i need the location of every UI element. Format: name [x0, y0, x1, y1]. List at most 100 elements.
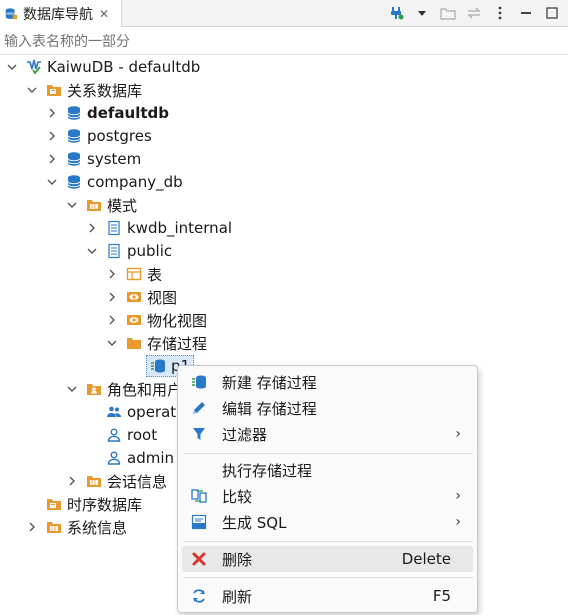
chevron-down-icon[interactable]: [66, 383, 78, 395]
menu-shortcut: F5: [432, 587, 451, 605]
menu-item-filter[interactable]: 过滤器 ›: [182, 421, 473, 447]
database-icon: [66, 128, 82, 144]
menu-item-compare[interactable]: 比较 ›: [182, 483, 473, 509]
sql-icon: [190, 513, 208, 531]
timeseries-label: 时序数据库: [67, 495, 143, 514]
schemas-label: 模式: [107, 196, 138, 215]
menu-item-edit-procedure[interactable]: 编辑 存储过程: [182, 395, 473, 421]
menu-item-new-procedure[interactable]: 新建 存储过程: [182, 369, 473, 395]
tree-node-sysinfo[interactable]: 系统信息: [26, 516, 127, 538]
menu-item-execute-procedure[interactable]: 执行存储过程: [182, 457, 473, 483]
tree-node-system[interactable]: system: [46, 148, 141, 170]
menu-separator: [184, 453, 473, 454]
chevron-right-icon[interactable]: [66, 475, 78, 487]
compare-icon: [190, 487, 208, 505]
more-options-icon[interactable]: [490, 3, 510, 23]
chevron-down-icon[interactable]: [66, 199, 78, 211]
filter-divider: [0, 54, 568, 55]
database-icon: [66, 174, 82, 190]
menu-item-refresh[interactable]: 刷新 F5: [182, 583, 473, 609]
view-tab-bar: 数据库导航 ✕: [0, 0, 568, 27]
roles-label: 角色和用户: [107, 380, 183, 399]
tree-node-role-operator[interactable]: operato: [86, 401, 185, 423]
defaultdb-label: defaultdb: [87, 104, 170, 122]
pencil-icon: [190, 399, 208, 417]
close-icon[interactable]: ✕: [99, 6, 110, 21]
menu-label: 过滤器: [222, 425, 268, 444]
chevron-right-icon[interactable]: [46, 153, 58, 165]
tree-node-schemas[interactable]: 模式: [66, 194, 137, 216]
view-toolbar: [386, 3, 562, 23]
chevron-down-icon[interactable]: [6, 61, 18, 73]
tree-node-mviews[interactable]: 物化视图: [106, 309, 207, 331]
menu-label: 执行存储过程: [222, 461, 313, 480]
schema-icon: [106, 220, 122, 236]
user-icon: [106, 427, 122, 443]
tree-node-relational[interactable]: 关系数据库: [26, 79, 142, 101]
chevron-down-icon[interactable]: [86, 245, 98, 257]
admin-label: admin: [127, 449, 174, 467]
submenu-arrow-icon: ›: [455, 426, 461, 442]
system-label: system: [87, 150, 142, 168]
chevron-right-icon[interactable]: [46, 107, 58, 119]
folder-sessions-icon: [86, 473, 102, 489]
chevron-right-icon[interactable]: [106, 268, 118, 280]
chevron-down-icon[interactable]: [26, 84, 38, 96]
tree-node-roles[interactable]: 角色和用户: [66, 378, 182, 400]
user-icon: [106, 450, 122, 466]
folder-timeseries-icon: [46, 496, 62, 512]
user-group-icon: [106, 404, 122, 420]
tree-node-defaultdb[interactable]: defaultdb: [46, 102, 169, 124]
new-folder-icon[interactable]: [438, 3, 458, 23]
dropdown-triangle-icon[interactable]: [412, 3, 432, 23]
tree-node-timeseries[interactable]: 时序数据库: [26, 493, 142, 515]
public-label: public: [127, 242, 173, 260]
tree-node-connection[interactable]: KaiwuDB - defaultdb: [6, 56, 200, 78]
chevron-right-icon[interactable]: [46, 130, 58, 142]
tree-node-role-admin[interactable]: admin: [86, 447, 174, 469]
database-icon: [66, 105, 82, 121]
chevron-right-icon[interactable]: [106, 314, 118, 326]
tree-node-role-root[interactable]: root: [86, 424, 157, 446]
mviews-label: 物化视图: [147, 311, 208, 330]
procedures-label: 存储过程: [147, 334, 208, 353]
submenu-arrow-icon: ›: [455, 488, 461, 504]
menu-label: 删除: [222, 550, 253, 569]
maximize-icon[interactable]: [542, 3, 562, 23]
tree-node-kwdb-internal[interactable]: kwdb_internal: [86, 217, 232, 239]
menu-item-generate-sql[interactable]: 生成 SQL ›: [182, 509, 473, 535]
connect-plug-icon[interactable]: [386, 3, 406, 23]
chevron-right-icon[interactable]: [26, 521, 38, 533]
tree-node-tables[interactable]: 表: [106, 263, 162, 285]
sysinfo-label: 系统信息: [67, 518, 128, 537]
chevron-right-icon[interactable]: [86, 222, 98, 234]
tree-node-company-db[interactable]: company_db: [46, 171, 183, 193]
menu-label: 生成 SQL: [222, 513, 287, 532]
minimize-icon[interactable]: [516, 3, 536, 23]
database-navigator-icon: [4, 7, 18, 21]
blank-icon: [190, 461, 208, 479]
tree-node-procedures[interactable]: 存储过程: [106, 332, 207, 354]
folder-schema-icon: [86, 197, 102, 213]
tab-database-navigator[interactable]: 数据库导航 ✕: [0, 0, 122, 27]
tree-node-views[interactable]: 视图: [106, 286, 177, 308]
views-label: 视图: [147, 288, 178, 307]
menu-separator: [184, 577, 473, 578]
new-procedure-icon: [190, 373, 208, 391]
menu-separator: [184, 541, 473, 542]
menu-label: 编辑 存储过程: [222, 399, 317, 418]
table-filter-input[interactable]: [0, 30, 568, 54]
view-eye-icon: [126, 289, 142, 305]
tree-node-public[interactable]: public: [86, 240, 172, 262]
link-editor-icon[interactable]: [464, 3, 484, 23]
connection-label: KaiwuDB - defaultdb: [47, 58, 201, 76]
chevron-right-icon[interactable]: [106, 291, 118, 303]
chevron-down-icon[interactable]: [106, 337, 118, 349]
menu-item-delete[interactable]: 删除 Delete: [182, 546, 473, 572]
submenu-arrow-icon: ›: [455, 514, 461, 530]
tree-node-sessions[interactable]: 会话信息: [66, 470, 167, 492]
context-menu: 新建 存储过程 编辑 存储过程 过滤器 › 执行存储过程 比较 › 生成 SQL…: [177, 365, 478, 613]
tree-node-postgres[interactable]: postgres: [46, 125, 152, 147]
chevron-down-icon[interactable]: [46, 176, 58, 188]
folder-db-icon: [46, 82, 62, 98]
